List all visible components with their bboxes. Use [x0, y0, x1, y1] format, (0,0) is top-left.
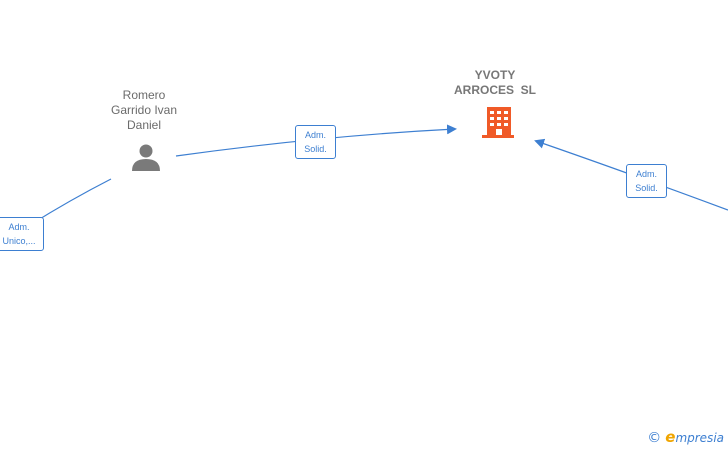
person-icon[interactable] — [132, 144, 160, 172]
edge-label-right-company[interactable]: Adm. Solid. — [626, 164, 667, 198]
company-name-line-1: YVOTY — [474, 68, 516, 82]
person-name-line-2: Garrido Ivan — [110, 103, 178, 117]
empresia-logo: ©empresia — [647, 428, 724, 446]
person-name-line-3: Daniel — [126, 118, 162, 132]
copyright-icon: © — [647, 430, 662, 446]
edge-label-line-1: Adm. — [635, 169, 657, 179]
person-name-line-1: Romero — [122, 88, 166, 102]
brand-name: mpresia — [675, 431, 724, 445]
brand-initial: e — [665, 428, 676, 446]
edge-label-person-company[interactable]: Adm. Solid. — [295, 125, 336, 159]
company-name-line-2: ARROCES SL — [453, 83, 536, 97]
edge-label-line-2: Solid. — [304, 144, 327, 154]
company-name[interactable]: YVOTY ARROCES SL — [440, 68, 550, 98]
edge-label-line-2: Unico,... — [2, 236, 36, 246]
person-name[interactable]: Romero Garrido Ivan Daniel — [96, 88, 192, 133]
building-icon[interactable] — [482, 107, 514, 138]
edge-label-line-2: Solid. — [635, 183, 658, 193]
edge-label-line-1: Adm. — [304, 130, 326, 140]
edge-label-left-person[interactable]: Adm. Unico,... — [0, 217, 44, 251]
edge-label-line-1: Adm. — [8, 222, 30, 232]
